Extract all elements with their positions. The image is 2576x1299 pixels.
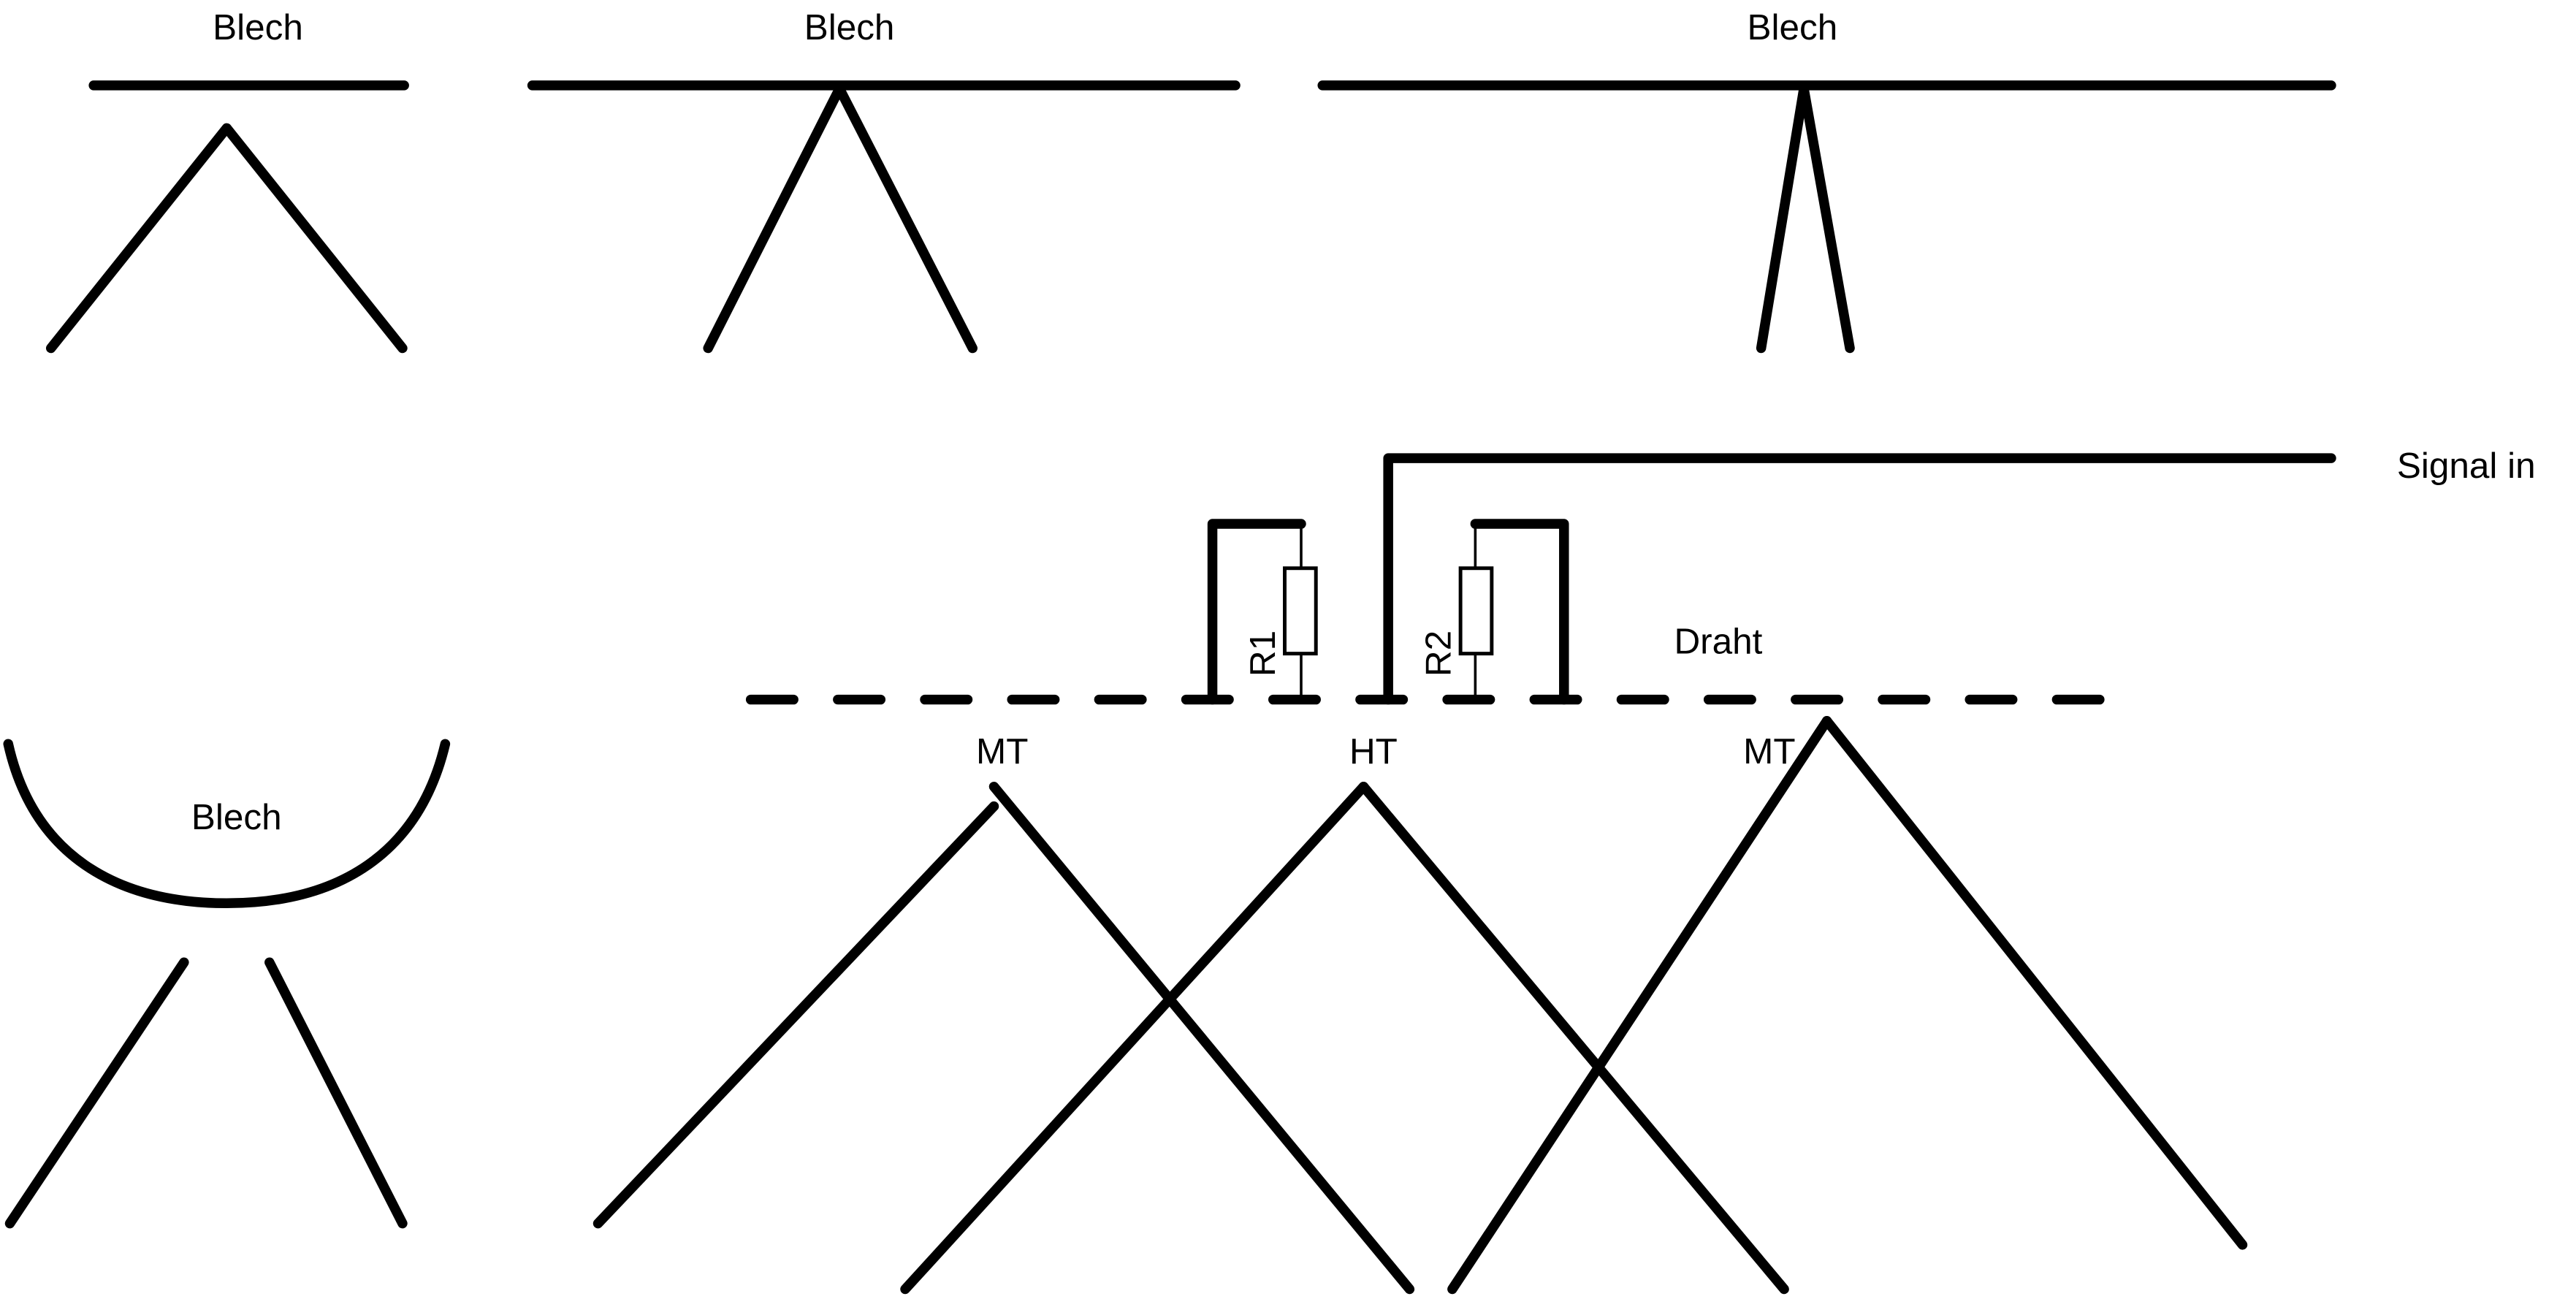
blech-config-1: Blech <box>45 7 409 354</box>
mt-right-label: MT <box>1743 731 1795 772</box>
blech-label-3: Blech <box>1747 7 1837 47</box>
mt-left-arm-right <box>988 781 1415 1295</box>
blech-label-4: Blech <box>191 797 282 837</box>
blech-config-2: Blech <box>527 7 1241 354</box>
mt-left-element <box>592 781 1415 1295</box>
dipole-arm-left <box>4 957 189 1229</box>
blech-config-3: Blech <box>1317 7 2336 354</box>
mt-right-element <box>1447 716 2248 1295</box>
r1-label: R1 <box>1243 631 1283 677</box>
resistor-r2: R2 <box>1419 519 1569 705</box>
ht-element <box>900 781 1789 1295</box>
resistor-r1: R1 <box>1207 519 1318 705</box>
draht-wire: Draht <box>745 622 2119 705</box>
blech-curved-reflector <box>3 739 451 909</box>
mt-right-arm-right <box>1821 716 2248 1250</box>
ht-arm-left <box>900 781 1369 1295</box>
blech-config-4: Blech <box>3 739 451 1229</box>
signal-feed-line <box>1383 453 2336 705</box>
mt-left-arm-left <box>592 801 999 1229</box>
blech-label-2: Blech <box>804 7 895 47</box>
mt-right-arm-left <box>1447 716 1832 1295</box>
ht-label: HT <box>1349 731 1398 772</box>
r2-label: R2 <box>1419 631 1459 677</box>
r1-body <box>1283 566 1318 656</box>
r1-bridge-wire <box>1207 519 1306 705</box>
dipole-v-1 <box>45 123 408 354</box>
ht-arm-right <box>1358 781 1789 1295</box>
dipole-arm-right <box>264 957 408 1229</box>
r2-bridge-wire <box>1470 519 1569 705</box>
mt-left-label: MT <box>976 731 1028 772</box>
r2-body <box>1458 566 1494 656</box>
draht-label: Draht <box>1674 622 1762 662</box>
signal-input: Signal in <box>1383 446 2536 705</box>
blech-label-1: Blech <box>213 7 303 47</box>
dipole-v-2 <box>703 83 978 354</box>
dipole-v-3 <box>1756 83 1855 354</box>
signal-in-label: Signal in <box>2397 446 2536 486</box>
